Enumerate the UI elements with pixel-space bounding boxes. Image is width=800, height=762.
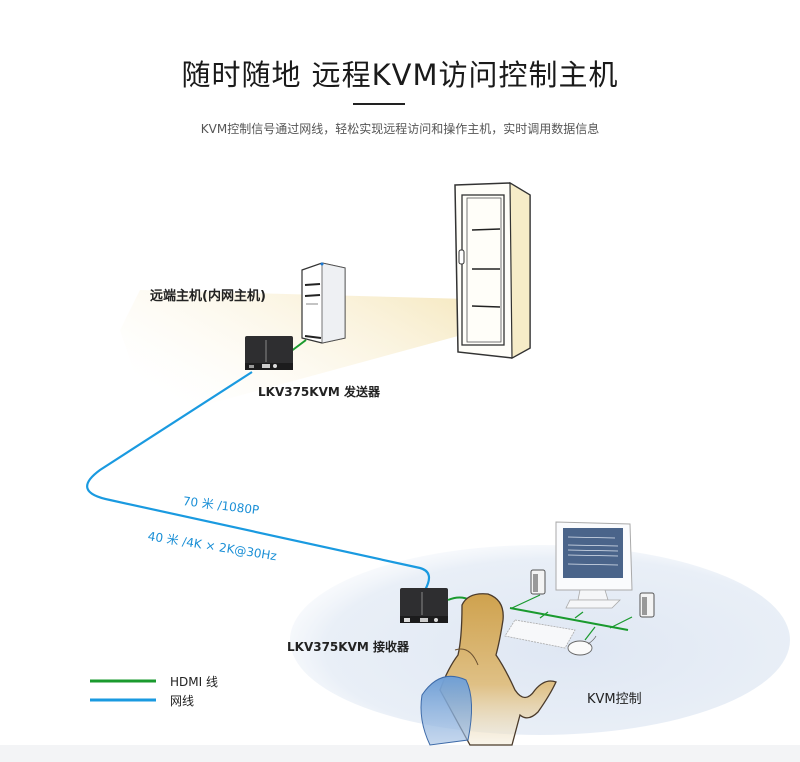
title-divider xyxy=(353,103,405,105)
speaker-right-icon xyxy=(639,592,655,618)
speaker-left-icon xyxy=(530,569,546,595)
chair-icon xyxy=(420,675,472,746)
receiver-label: LKV375KVM 接收器 xyxy=(287,640,409,654)
legend-hdmi-label: HDMI 线 xyxy=(170,675,218,689)
server-rack-icon xyxy=(454,181,531,360)
remote-host-label: 远端主机(内网主机) xyxy=(150,289,266,304)
page-title: 随时随地 远程KVM访问控制主机 xyxy=(181,58,619,92)
network-cable xyxy=(86,371,431,591)
receiver-device-icon xyxy=(400,588,448,623)
transmitter-device-icon xyxy=(245,336,293,370)
legend-network-label: 网线 xyxy=(170,694,195,708)
mouse-icon xyxy=(567,635,597,656)
monitor-icon xyxy=(555,521,633,609)
kvm-control-label: KVM控制 xyxy=(587,692,642,707)
transmitter-label: LKV375KVM 发送器 xyxy=(258,385,380,399)
footer-band xyxy=(0,745,800,762)
remote-host-pc-icon xyxy=(301,262,346,344)
light-beam xyxy=(120,290,505,420)
keyboard-icon xyxy=(504,619,576,649)
page-subtitle: KVM控制信号通过网线，轻松实现远程访问和操作主机，实时调用数据信息 xyxy=(200,122,600,136)
